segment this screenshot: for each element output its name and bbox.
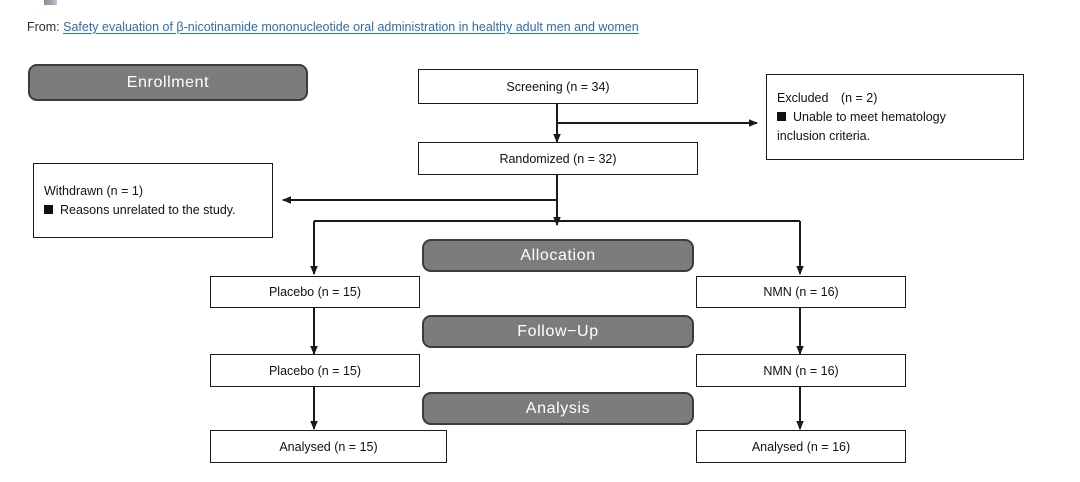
- source-article-link[interactable]: Safety evaluation of β-nicotinamide mono…: [63, 20, 639, 34]
- node-placebo-followup-label: Placebo (n = 15): [268, 363, 362, 378]
- bullet-square-icon: [44, 204, 53, 214]
- node-nmn-analysed-label: Analysed (n = 16): [751, 439, 851, 454]
- note-excluded-bullet-line-2: inclusion criteria.: [777, 128, 871, 143]
- phase-band-enrollment: Enrollment: [28, 64, 308, 101]
- phase-band-analysis: Analysis: [422, 392, 694, 425]
- phase-band-allocation: Allocation: [422, 239, 694, 272]
- phase-band-followup-label: Follow−Up: [517, 322, 599, 340]
- node-placebo-allocation: Placebo (n = 15): [210, 276, 420, 308]
- note-excluded: Excluded (n = 2) Unable to meet hematolo…: [766, 74, 1024, 160]
- node-placebo-analysed-label: Analysed (n = 15): [279, 439, 378, 454]
- node-randomized: Randomized (n = 32): [418, 142, 698, 175]
- note-excluded-bullet-text-1: Unable to meet hematology: [793, 109, 946, 124]
- bullet-square-icon: [777, 111, 786, 121]
- node-nmn-analysed: Analysed (n = 16): [696, 430, 906, 463]
- node-placebo-followup: Placebo (n = 15): [210, 354, 420, 387]
- phase-band-enrollment-label: Enrollment: [126, 73, 210, 91]
- node-nmn-followup: NMN (n = 16): [696, 354, 906, 387]
- phase-band-allocation-label: Allocation: [520, 246, 596, 264]
- node-nmn-allocation-label: NMN (n = 16): [763, 285, 839, 299]
- node-nmn-allocation: NMN (n = 16): [696, 276, 906, 308]
- node-placebo-allocation-label: Placebo (n = 15): [268, 285, 362, 299]
- note-excluded-title: Excluded (n = 2): [777, 90, 878, 105]
- node-nmn-followup-label: NMN (n = 16): [763, 363, 839, 378]
- clipped-heading-fragment: [44, 0, 57, 5]
- phase-band-followup: Follow−Up: [422, 315, 694, 348]
- source-citation: From: Safety evaluation of β-nicotinamid…: [27, 19, 639, 35]
- note-withdrawn-bullet-text-1: Reasons unrelated to the study.: [60, 202, 236, 217]
- node-screening-label: Screening (n = 34): [506, 79, 610, 94]
- note-withdrawn-bullet-line-1: Reasons unrelated to the study.: [44, 201, 262, 220]
- note-withdrawn: Withdrawn (n = 1) Reasons unrelated to t…: [33, 163, 273, 238]
- note-withdrawn-title: Withdrawn (n = 1): [44, 183, 143, 198]
- source-label: From:: [27, 20, 60, 34]
- note-excluded-bullet-line-1: Unable to meet hematology: [777, 108, 1013, 127]
- phase-band-analysis-label: Analysis: [525, 399, 591, 417]
- node-screening: Screening (n = 34): [418, 69, 698, 104]
- node-placebo-analysed: Analysed (n = 15): [210, 430, 447, 463]
- node-randomized-label: Randomized (n = 32): [499, 151, 617, 166]
